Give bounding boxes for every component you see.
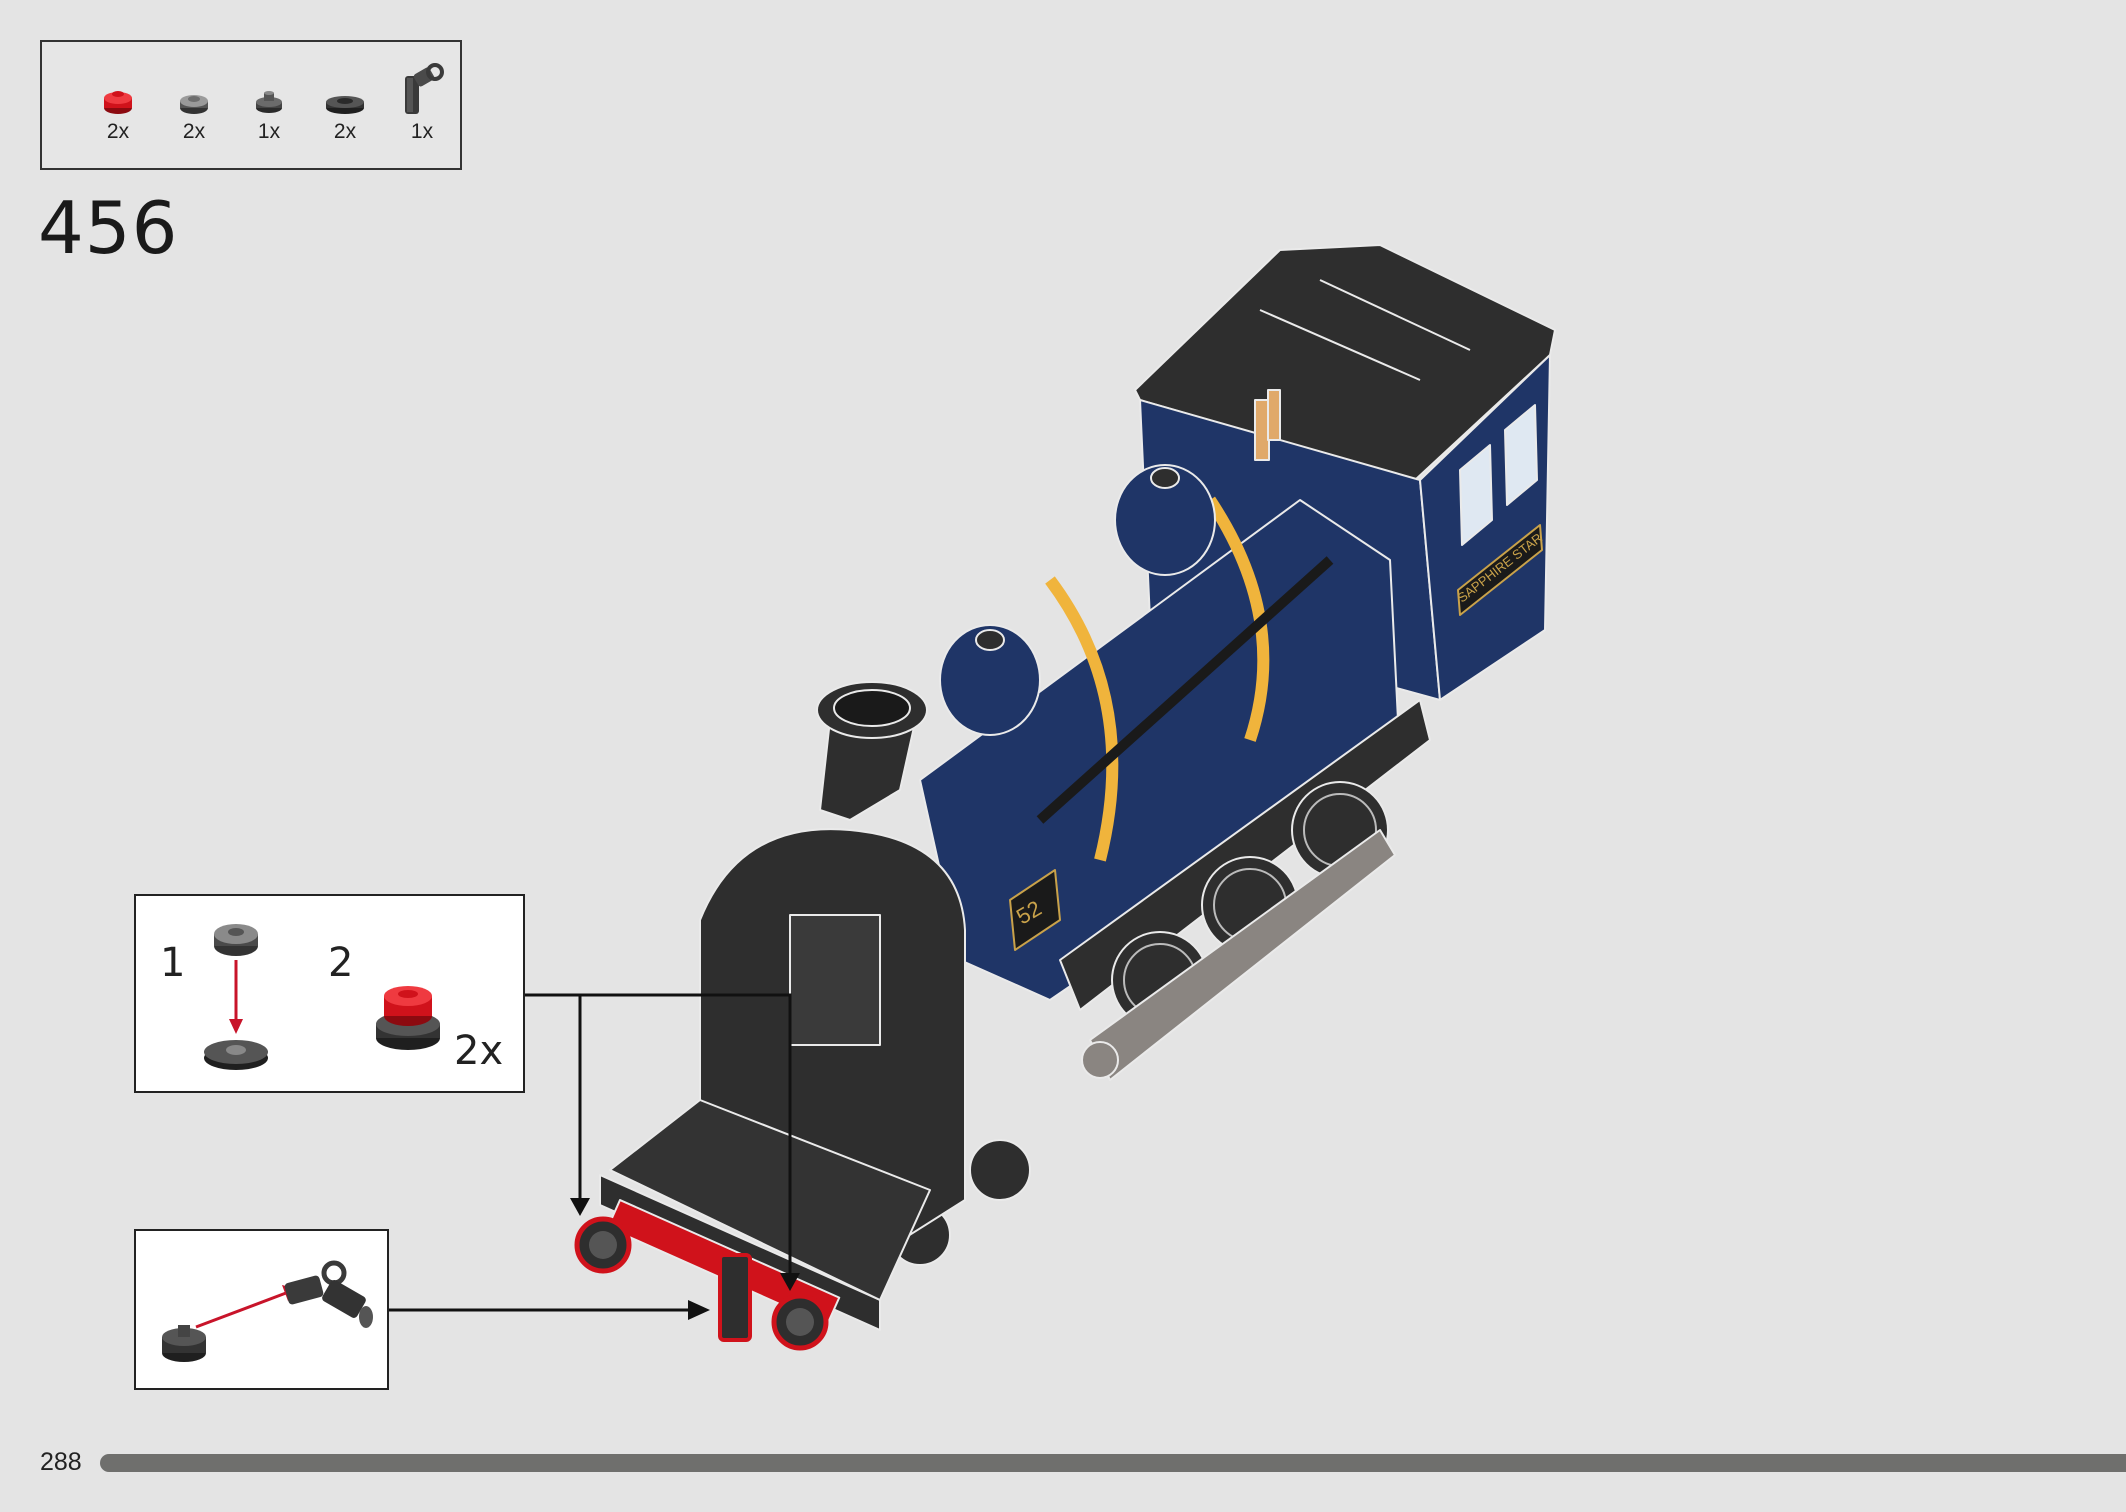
part-qty: 2x [106,120,130,143]
clip-bracket-icon [405,63,444,114]
assembly-arrows [389,993,800,1320]
sub-step-2: 2 [328,940,354,986]
parts-list-box: 2x 2x 1x 2x [40,40,462,170]
coupler-callout [134,1229,389,1390]
handrail [1036,556,1334,824]
arrow-right-buffer [580,993,792,1275]
part-qty: 2x [333,120,357,143]
part-qty: 1x [410,120,434,143]
page-progress-bar [100,1454,2126,1472]
pony-wheel [969,1139,1031,1201]
steam-dome [1114,464,1216,576]
part-item: 2x [315,86,375,144]
step2-illustration [376,986,440,1050]
whistle [1254,399,1270,461]
red-round-tile-icon [104,91,132,114]
boiler-stripe [1045,576,1119,862]
part-item: 1x [239,86,299,144]
page-number: 288 [40,1448,82,1476]
red-arrow-icon [195,1291,287,1329]
sub-assembly-callout: 1 2 2x [134,894,525,1093]
cab-window [1459,444,1493,546]
coupler [718,1253,752,1342]
coupler-assembly-illustration [162,1260,373,1362]
dark-round-plate-icon [326,96,364,114]
part-qty: 2x [182,120,206,143]
dark-round-stud-icon [256,91,282,113]
part-qty: 1x [257,120,281,143]
part-item: 2x [164,86,224,144]
sub-assembly-multiplier: 2x [454,1028,504,1074]
name-plate [1457,524,1543,616]
part-item: 2x [88,86,148,144]
step1-illustration [204,924,268,1070]
number-plate [1009,869,1061,951]
sand-dome [939,624,1041,736]
cab-window [1504,404,1538,506]
locomotive-model: SAPPHIRE STAR 52 [574,244,1556,1351]
sub-step-1: 1 [160,940,186,986]
grey-round-plate-icon [180,95,208,114]
step-number: 456 [38,186,179,270]
arrow-left-buffer [525,993,582,1200]
part-item: 1x [392,62,452,144]
